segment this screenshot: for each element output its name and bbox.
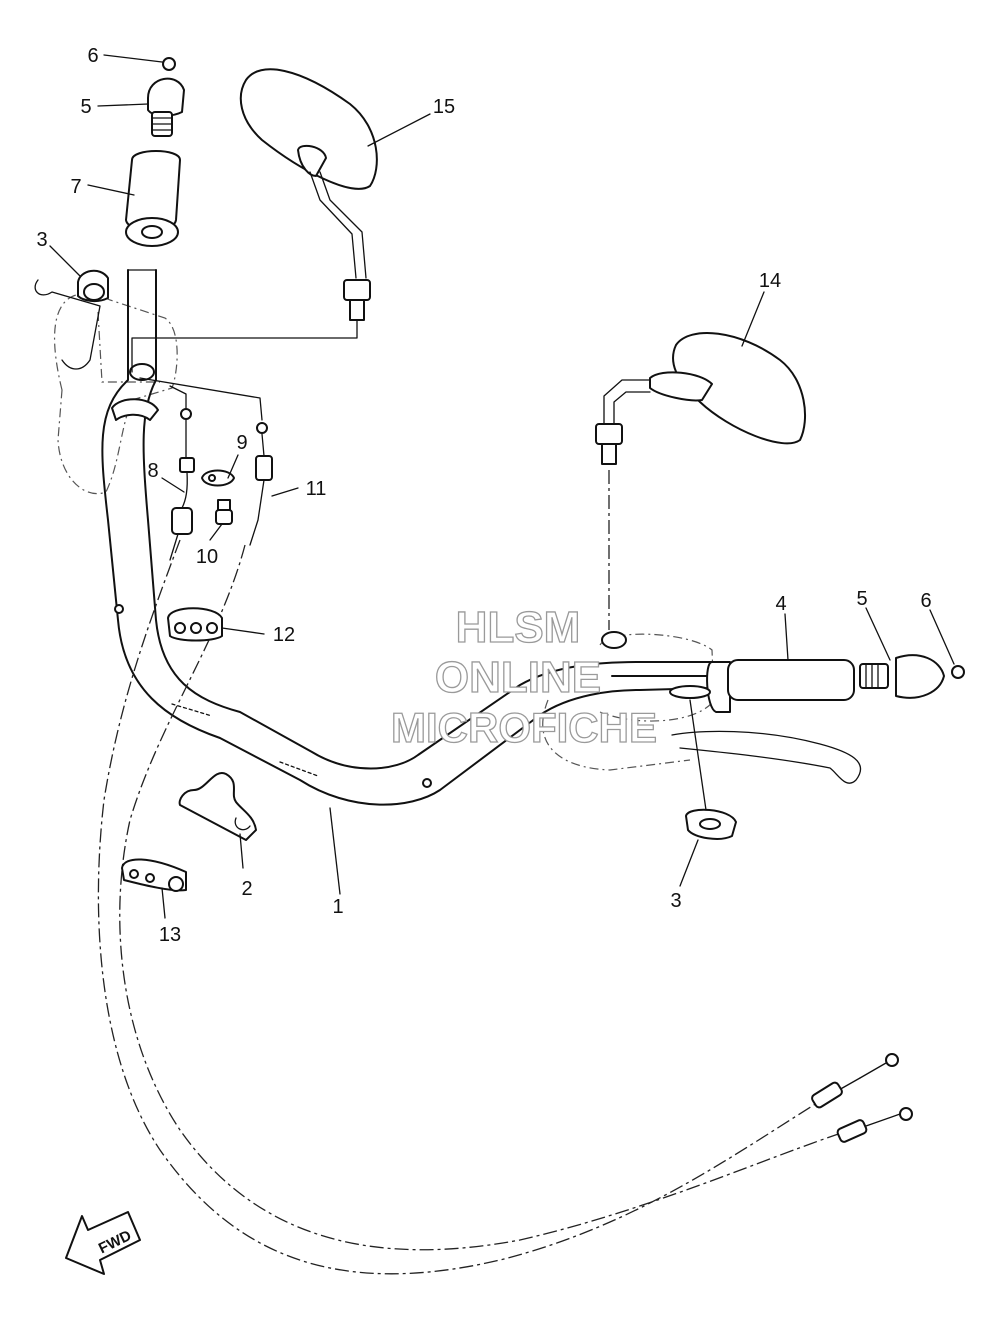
callout-15: 15: [433, 96, 455, 118]
mirror-left: [131, 68, 378, 373]
plate-and-bolt: [201, 469, 235, 525]
callout-4: 4: [775, 593, 786, 615]
left-lever-outline: [34, 279, 178, 495]
left-grip-parts: [77, 57, 185, 303]
cable-ends: [139, 377, 273, 561]
fwd-arrow: FWD: [65, 1211, 141, 1275]
callout-5-left: 5: [80, 96, 91, 118]
callout-10: 10: [196, 546, 218, 568]
right-grip-parts: [669, 654, 965, 840]
watermark-line2: ONLINE: [435, 653, 601, 702]
callout-6-left: 6: [87, 45, 98, 67]
callout-9: 9: [236, 432, 247, 454]
throttle-cables: [97, 539, 913, 1275]
callout-13: 13: [159, 924, 181, 946]
cable-guide: [167, 607, 223, 642]
callout-8: 8: [147, 460, 158, 482]
callout-11: 11: [306, 478, 327, 500]
leader-lines: [49, 54, 955, 919]
callout-1: 1: [332, 896, 343, 918]
callout-14: 14: [759, 270, 781, 292]
watermark-line3: MICROFICHE: [391, 704, 657, 751]
callout-7: 7: [70, 176, 81, 198]
callout-numbers: 6 5 7 3 15 14 9 8 11 10 12 2 13 1 4 5 6 …: [36, 45, 931, 946]
callout-12: 12: [273, 624, 295, 646]
holder: [121, 858, 187, 892]
handlebar: [101, 269, 713, 806]
watermark-line1: HLSM: [456, 603, 581, 652]
right-lever-outline: [542, 633, 862, 784]
callout-5-right: 5: [856, 588, 867, 610]
clamp: [178, 771, 257, 841]
callout-6-right: 6: [920, 590, 931, 612]
watermark: HLSM ONLINE MICROFICHE: [390, 602, 657, 751]
callout-3-right: 3: [670, 890, 681, 912]
mirror-right: [595, 332, 807, 649]
callout-2: 2: [241, 878, 252, 900]
callout-3-left: 3: [36, 229, 47, 251]
